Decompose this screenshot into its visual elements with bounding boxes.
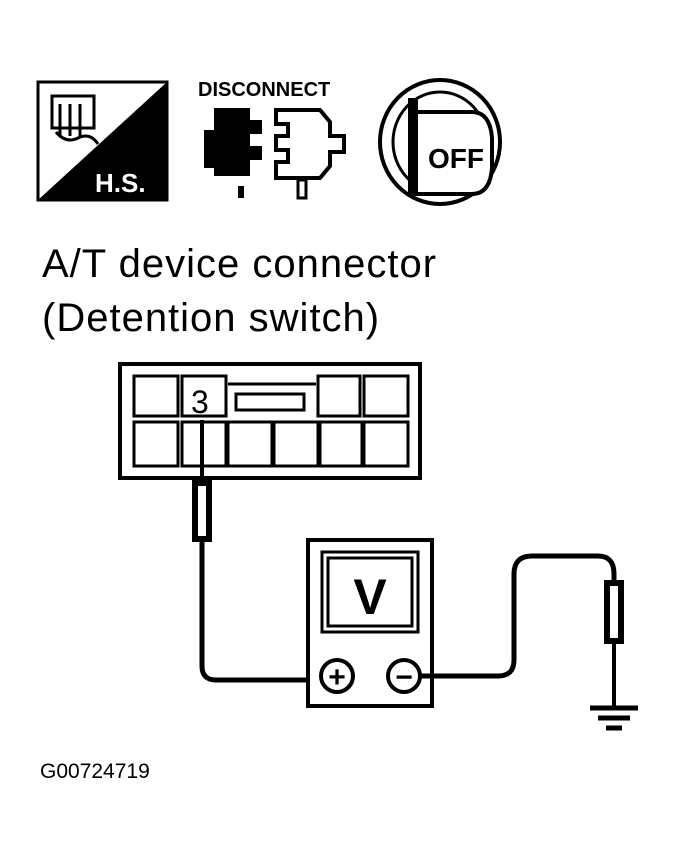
figure-id: G00724719	[40, 760, 150, 783]
positive-terminal	[319, 658, 355, 694]
terminal-label: 3	[191, 384, 209, 420]
ignition-label: OFF	[428, 143, 484, 174]
harness-label: H.S.	[95, 168, 146, 198]
negative-symbol: −	[395, 661, 413, 694]
connector-block	[118, 362, 422, 480]
harness-connector-icon: H.S.	[36, 80, 169, 202]
ignition-key-off-icon: OFF	[378, 78, 502, 206]
diagram-title-line1: A/T device connector	[42, 242, 438, 286]
positive-probe	[192, 420, 320, 683]
negative-probe	[420, 553, 624, 706]
voltmeter: V + −	[306, 538, 434, 708]
positive-symbol: +	[328, 661, 346, 694]
meter-display: V	[353, 569, 387, 625]
diagram-title-line2: (Detention switch)	[42, 296, 381, 340]
disconnect-connector-icon: DISCONNECT	[198, 79, 346, 200]
ground-icon	[590, 705, 638, 731]
disconnect-label: DISCONNECT	[198, 79, 330, 101]
